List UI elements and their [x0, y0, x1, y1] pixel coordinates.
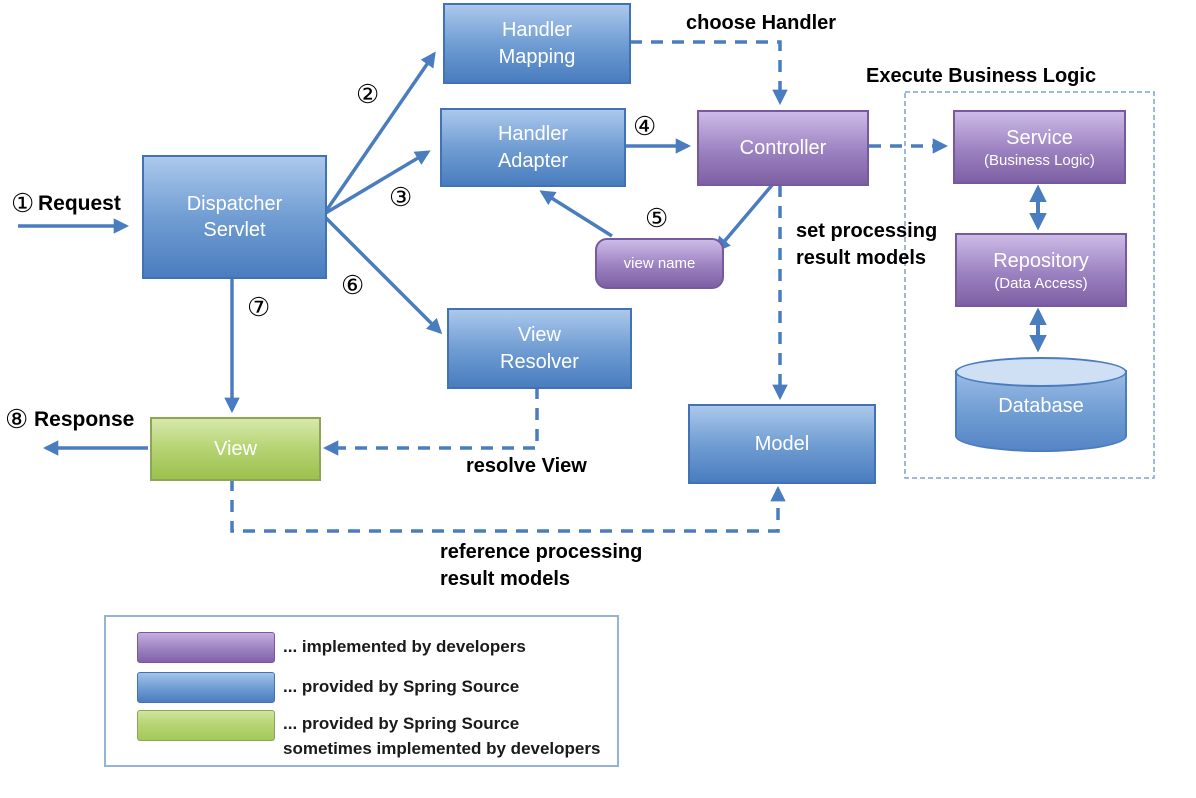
- node-view: View: [150, 417, 321, 481]
- node-repository-title: Repository: [993, 249, 1089, 272]
- node-handler-adapter: Handler Adapter: [440, 108, 626, 187]
- legend-swatch-provided-by-spring: [137, 672, 275, 703]
- node-dispatcher-servlet: Dispatcher Servlet: [142, 155, 327, 279]
- arrow-dispatcher-to-handler-mapping: [322, 51, 436, 215]
- node-handler-mapping-label: Handler Mapping: [498, 19, 576, 68]
- step-3-icon: ③: [389, 182, 413, 212]
- node-dispatcher-servlet-label: Dispatcher Servlet: [186, 192, 283, 241]
- node-repository-subtitle: (Data Access): [994, 275, 1088, 293]
- business-logic-boundary: [904, 91, 1155, 479]
- resolve-view-label: resolve View: [466, 455, 587, 477]
- reference-processing-result-models-label: reference processing result models: [440, 541, 643, 590]
- node-view-name-label: view name: [623, 254, 696, 272]
- node-controller: Controller: [697, 110, 869, 186]
- arrow-dispatcher-to-view-resolver: [322, 214, 443, 335]
- node-service-subtitle: (Business Logic): [984, 152, 1095, 170]
- arrow-controller-to-view-name: [715, 182, 775, 253]
- legend-item-1-text: ... implemented by developers: [283, 637, 526, 656]
- node-view-resolver: View Resolver: [447, 308, 632, 389]
- node-database: Database: [955, 357, 1127, 452]
- node-repository: Repository (Data Access): [955, 233, 1127, 307]
- execute-business-logic-label: Execute Business Logic: [866, 65, 1097, 87]
- step-1-icon: ①: [11, 188, 35, 218]
- node-controller-label: Controller: [739, 136, 827, 159]
- node-handler-adapter-label: Handler Adapter: [497, 123, 569, 172]
- dashed-arrow-view-to-model: [230, 479, 786, 533]
- node-view-label: View: [214, 437, 257, 460]
- legend-item-3-text: ... provided by Spring Source sometimes …: [283, 714, 601, 758]
- request-label: Request: [38, 192, 121, 215]
- legend-swatch-provided-sometimes-implemented: [137, 710, 275, 741]
- node-model-label: Model: [754, 432, 810, 455]
- step-4-icon: ④: [633, 111, 657, 141]
- node-view-resolver-label: View Resolver: [500, 324, 579, 373]
- set-processing-result-models-label: set processing result models: [796, 220, 938, 269]
- legend-swatch-implemented-by-developers: [137, 632, 275, 663]
- choose-handler-label: choose Handler: [686, 12, 837, 34]
- arrow-dispatcher-to-handler-adapter: [323, 150, 431, 216]
- step-7-icon: ⑦: [247, 292, 271, 322]
- step-6-icon: ⑥: [341, 270, 365, 300]
- node-service: Service (Business Logic): [953, 110, 1126, 184]
- node-model: Model: [688, 404, 876, 484]
- node-handler-mapping: Handler Mapping: [443, 3, 631, 84]
- step-8-icon: ⑧: [5, 404, 29, 434]
- dashed-arrow-resolver-to-view: [322, 387, 539, 456]
- response-label: Response: [34, 408, 135, 431]
- step-2-icon: ②: [356, 79, 380, 109]
- node-database-label: Database: [998, 395, 1084, 417]
- legend-box: ... implemented by developers ... provid…: [104, 615, 619, 767]
- dashed-arrow-mapping-to-controller: [630, 40, 788, 106]
- database-cylinder-top: [955, 357, 1127, 387]
- node-service-title: Service: [1006, 126, 1073, 149]
- step-5-icon: ⑤: [645, 203, 669, 233]
- legend-item-2-text: ... provided by Spring Source: [283, 677, 520, 696]
- arrow-view-name-to-handler-adapter: [539, 190, 613, 238]
- node-view-name: view name: [595, 238, 724, 289]
